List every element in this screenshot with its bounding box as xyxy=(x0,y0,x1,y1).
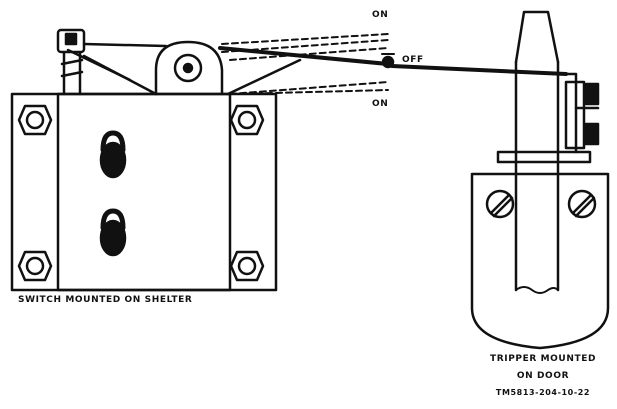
caption-switch: SWITCH MOUNTED ON SHELTER xyxy=(18,295,193,305)
tripper-screw-right xyxy=(567,189,597,219)
hex-nut-bottom-left xyxy=(17,250,53,282)
caption-tripper-line2: ON DOOR xyxy=(516,371,570,381)
plunger-cap xyxy=(56,28,86,54)
keyhole-slot-upper xyxy=(99,130,127,179)
hex-nut-bottom-right xyxy=(229,250,265,282)
caption-tripper-line1: TRIPPER MOUNTED xyxy=(489,354,597,364)
switch-inner-box xyxy=(56,92,232,292)
lever-tip xyxy=(381,53,395,69)
tripper-pin xyxy=(514,10,560,294)
label-off: OFF xyxy=(402,55,424,65)
tripper-screw-left xyxy=(485,189,515,219)
label-on-bottom: ON xyxy=(372,99,389,109)
hex-nut-top-right xyxy=(229,104,265,136)
connecting-rod xyxy=(390,64,568,76)
tripper-plate xyxy=(470,172,610,350)
pivot-boss xyxy=(154,40,224,96)
label-on-top: ON xyxy=(372,10,389,20)
figure-id: TM5813-204-10-22 xyxy=(495,388,591,397)
tripper-bracket xyxy=(496,72,600,164)
plunger-post xyxy=(60,48,84,96)
switch-body xyxy=(10,92,278,292)
hex-nut-top-left xyxy=(17,104,53,136)
actuator-lever xyxy=(66,42,390,96)
switch-outer-plate xyxy=(10,92,278,292)
lever-alternate-positions xyxy=(221,33,389,95)
keyhole-slot-lower xyxy=(99,208,127,257)
